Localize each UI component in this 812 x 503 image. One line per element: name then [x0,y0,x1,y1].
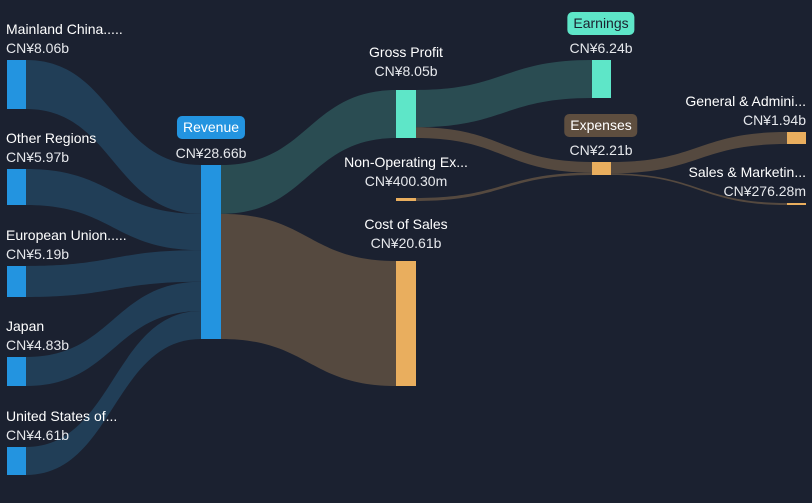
value-united-states: CN¥4.61b [6,427,70,443]
link-revenue-to-cost_of_sales [221,213,396,386]
node-bar-european-union [7,266,26,297]
node-bar-japan [7,357,26,386]
value-general-admin: CN¥1.94b [742,112,806,128]
value-cost-of-sales: CN¥20.61b [370,235,442,251]
label-earnings: Earnings [567,12,635,35]
value-sales-marketing: CN¥276.28m [723,183,807,199]
link-united_states-to-revenue [26,311,201,475]
value-non-operating: CN¥400.30m [364,173,448,189]
label-revenue: Revenue [176,116,246,139]
value-japan: CN¥4.83b [6,337,70,353]
node-bar-revenue [201,165,221,339]
value-expenses: CN¥2.21b [569,142,633,158]
node-bar-mainland-china [7,60,26,109]
link-expenses-to-sales_marketing [611,173,787,205]
node-bar-other-regions [7,169,26,205]
label-united-states: United States of... [6,408,118,424]
link-mainland_china-to-revenue [26,60,201,214]
node-bar-cost-of-sales [396,261,416,386]
sankey-nodes [7,60,806,475]
value-european-union: CN¥5.19b [6,246,70,262]
link-other_regions-to-revenue [26,169,201,251]
value-other-regions: CN¥5.97b [6,149,70,165]
value-mainland-china: CN¥8.06b [6,40,70,56]
value-earnings: CN¥6.24b [569,40,633,56]
label-expenses: Expenses [564,114,638,137]
node-bar-sales-marketing [787,203,806,205]
label-gross-profit: Gross Profit [369,44,443,60]
label-sales-marketing: Sales & Marketin... [688,164,807,180]
node-bar-expenses [592,162,611,175]
value-revenue: CN¥28.66b [175,145,247,161]
label-cost-of-sales: Cost of Sales [364,216,448,232]
link-expenses-to-general_admin [611,132,787,174]
node-bar-united-states [7,447,26,475]
label-japan: Japan [6,318,45,334]
link-non_operating-to-expenses [416,172,592,201]
label-mainland-china: Mainland China..... [6,21,123,37]
link-japan-to-revenue [26,281,201,386]
link-european_union-to-revenue [26,250,201,297]
link-gross_profit-to-expenses [416,127,592,173]
value-gross-profit: CN¥8.05b [374,63,438,79]
sankey-links [26,60,787,475]
node-bar-general-admin [787,132,806,144]
label-general-admin: General & Admini... [685,93,806,109]
label-other-regions: Other Regions [6,130,97,146]
node-bar-non-operating [396,198,416,201]
link-revenue-to-gross_profit [221,90,396,214]
label-european-union: European Union..... [6,227,127,243]
node-bar-earnings [592,60,611,98]
node-bar-gross-profit [396,90,416,138]
link-gross_profit-to-earnings [416,60,592,128]
label-non-operating: Non-Operating Ex... [344,154,468,170]
